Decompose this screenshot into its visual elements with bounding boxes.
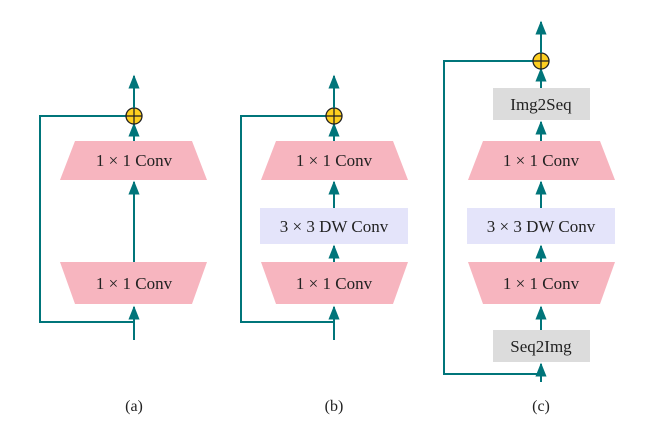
conv-top-a (60, 141, 207, 180)
skip-connection-a (39, 115, 134, 323)
conv-bottom-c-label: 1 × 1 Conv (503, 274, 580, 293)
conv-bottom-a-label: 1 × 1 Conv (96, 274, 173, 293)
caption-b: (b) (325, 398, 344, 415)
dw-conv-c (467, 208, 615, 244)
adder-c-icon (532, 52, 550, 70)
dw-conv-b-label: 3 × 3 DW Conv (280, 217, 389, 236)
skip-connection-b (240, 115, 334, 323)
skip-connection-c (443, 60, 541, 375)
conv-bottom-b (261, 262, 408, 304)
caption-a: (a) (125, 398, 143, 415)
adder-b-icon (325, 107, 343, 125)
conv-top-c-label: 1 × 1 Conv (503, 151, 580, 170)
conv-bottom-a (60, 262, 207, 304)
conv-top-b (261, 141, 408, 180)
seq2img-c-label: Seq2Img (510, 337, 572, 356)
adder-a-icon (125, 107, 143, 125)
conv-top-b-label: 1 × 1 Conv (296, 151, 373, 170)
conv-top-a-label: 1 × 1 Conv (96, 151, 173, 170)
seq2img-c (493, 330, 590, 362)
panel-a: 1 × 1 Conv 1 × 1 Conv (a) (39, 74, 207, 415)
img2seq-c (493, 88, 590, 120)
img2seq-c-label: Img2Seq (510, 95, 572, 114)
conv-bottom-b-label: 1 × 1 Conv (296, 274, 373, 293)
conv-bottom-c (468, 262, 615, 304)
dw-conv-b (260, 208, 408, 244)
panel-b: 1 × 1 Conv 3 × 3 DW Conv 1 × 1 Conv (b) (240, 74, 408, 415)
conv-top-c (468, 141, 615, 180)
panel-c: Seq2Img 1 × 1 Conv 3 × 3 DW Conv 1 × 1 C… (443, 20, 615, 415)
dw-conv-c-label: 3 × 3 DW Conv (487, 217, 596, 236)
caption-c: (c) (532, 398, 550, 415)
